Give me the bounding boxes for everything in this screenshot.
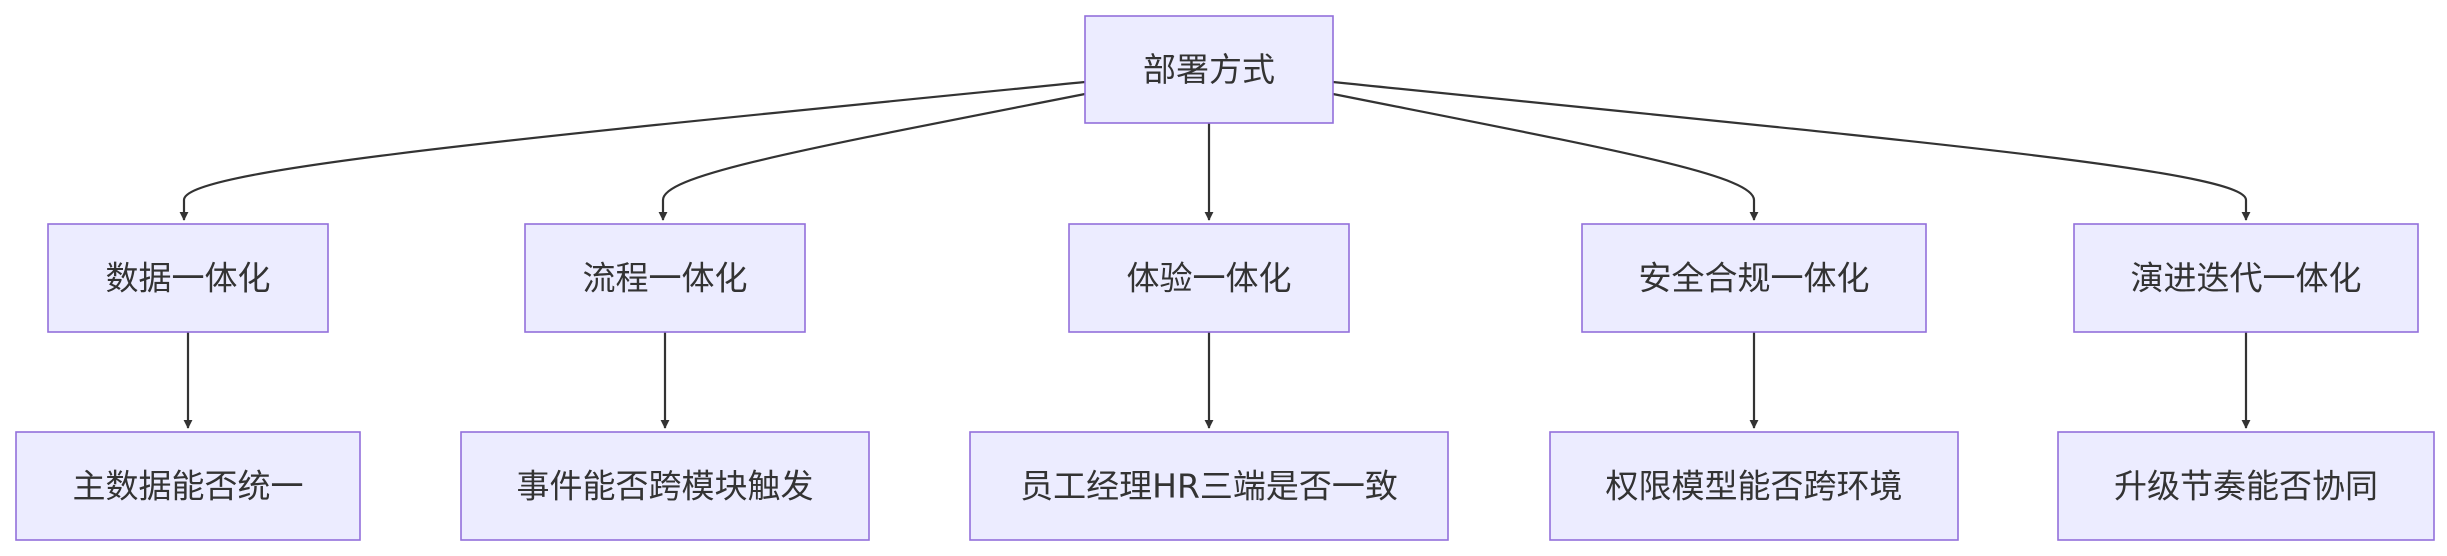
edge-root-to-evolution — [1332, 80, 2251, 221]
edge-root-to-data — [179, 80, 1086, 221]
node-evolution-label: 演进迭代一体化 — [2131, 259, 2362, 298]
node-experience[interactable]: 体验一体化 — [1068, 223, 1350, 333]
nodes-layer: 部署方式 数据一体化 流程一体化 体验一体化 安全合规一体化 演进迭代一体化 主… — [15, 15, 2435, 541]
node-three-ends[interactable]: 员工经理HR三端是否一致 — [969, 431, 1449, 541]
node-process[interactable]: 流程一体化 — [524, 223, 806, 333]
node-master-data-label: 主数据能否统一 — [73, 467, 304, 506]
node-process-label: 流程一体化 — [583, 259, 748, 298]
node-root[interactable]: 部署方式 — [1084, 15, 1334, 124]
node-permission[interactable]: 权限模型能否跨环境 — [1549, 431, 1959, 541]
node-security-label: 安全合规一体化 — [1639, 259, 1870, 298]
node-three-ends-label: 员工经理HR三端是否一致 — [1020, 467, 1398, 506]
node-upgrade-label: 升级节奏能否协同 — [2114, 467, 2378, 506]
edge-root-to-security — [1332, 92, 1759, 221]
node-upgrade[interactable]: 升级节奏能否协同 — [2057, 431, 2435, 541]
edge-root-to-process — [658, 92, 1086, 221]
node-event-label: 事件能否跨模块触发 — [517, 467, 814, 506]
node-security[interactable]: 安全合规一体化 — [1581, 223, 1927, 333]
node-permission-label: 权限模型能否跨环境 — [1606, 467, 1903, 506]
node-root-label: 部署方式 — [1143, 50, 1275, 89]
node-data[interactable]: 数据一体化 — [47, 223, 329, 333]
node-evolution[interactable]: 演进迭代一体化 — [2073, 223, 2419, 333]
node-experience-label: 体验一体化 — [1127, 259, 1292, 298]
edges-layer — [179, 80, 2251, 429]
node-data-label: 数据一体化 — [106, 259, 271, 298]
node-event[interactable]: 事件能否跨模块触发 — [460, 431, 870, 541]
node-master-data[interactable]: 主数据能否统一 — [15, 431, 361, 541]
